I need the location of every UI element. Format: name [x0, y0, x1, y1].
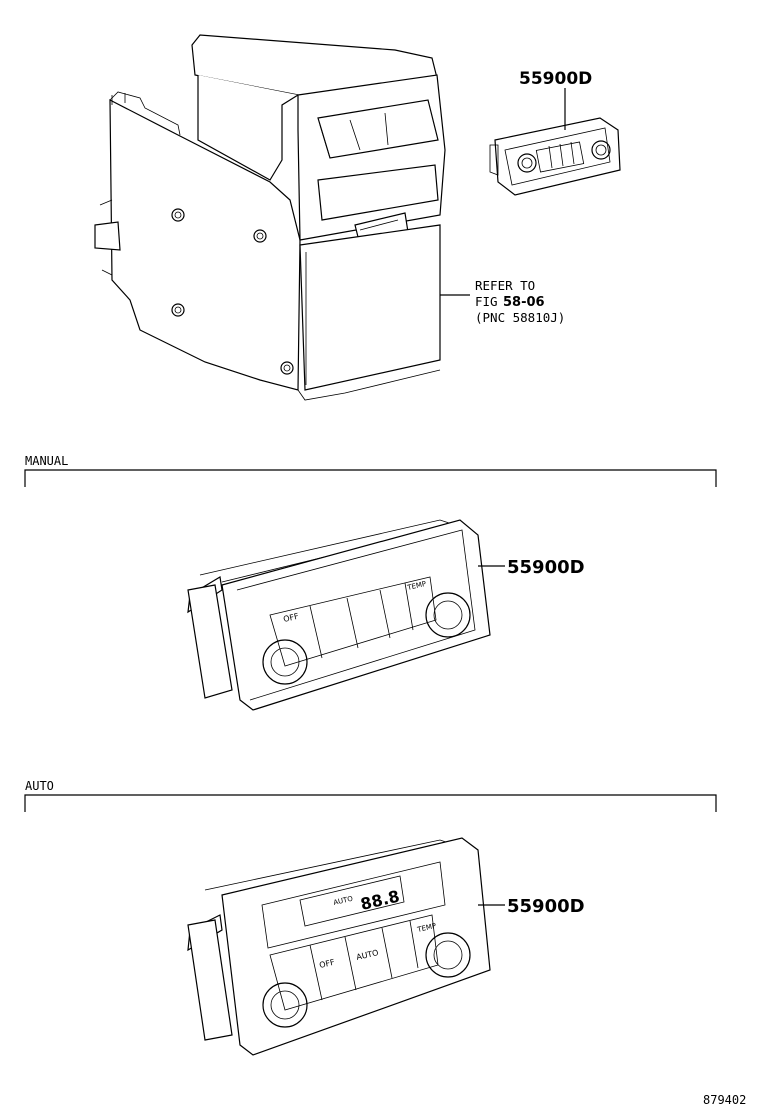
manual-off-label: OFF — [282, 612, 300, 624]
top-control-panel-illustration — [489, 117, 621, 196]
figure-number: 879402 — [703, 1093, 746, 1107]
refer-line-1: REFER TO — [475, 278, 535, 293]
auto-off-label: OFF — [318, 958, 336, 970]
refer-pnc: (PNC 58810J) — [475, 310, 565, 325]
refer-fig-number: 58-06 — [503, 295, 545, 310]
manual-part-number: 55900D — [507, 557, 585, 578]
manual-control-panel-illustration: OFF TEMP — [187, 519, 491, 711]
auto-part-number: 55900D — [507, 896, 585, 917]
center-console-illustration — [94, 34, 446, 401]
auto-control-panel-illustration: 88.8 AUTO OFF AUTO TEMP — [187, 837, 491, 1056]
top-part-number: 55900D — [519, 69, 592, 89]
manual-section-label: MANUAL — [25, 454, 68, 468]
refer-fig-prefix: FIG — [475, 294, 498, 309]
auto-section-label: AUTO — [25, 779, 54, 793]
